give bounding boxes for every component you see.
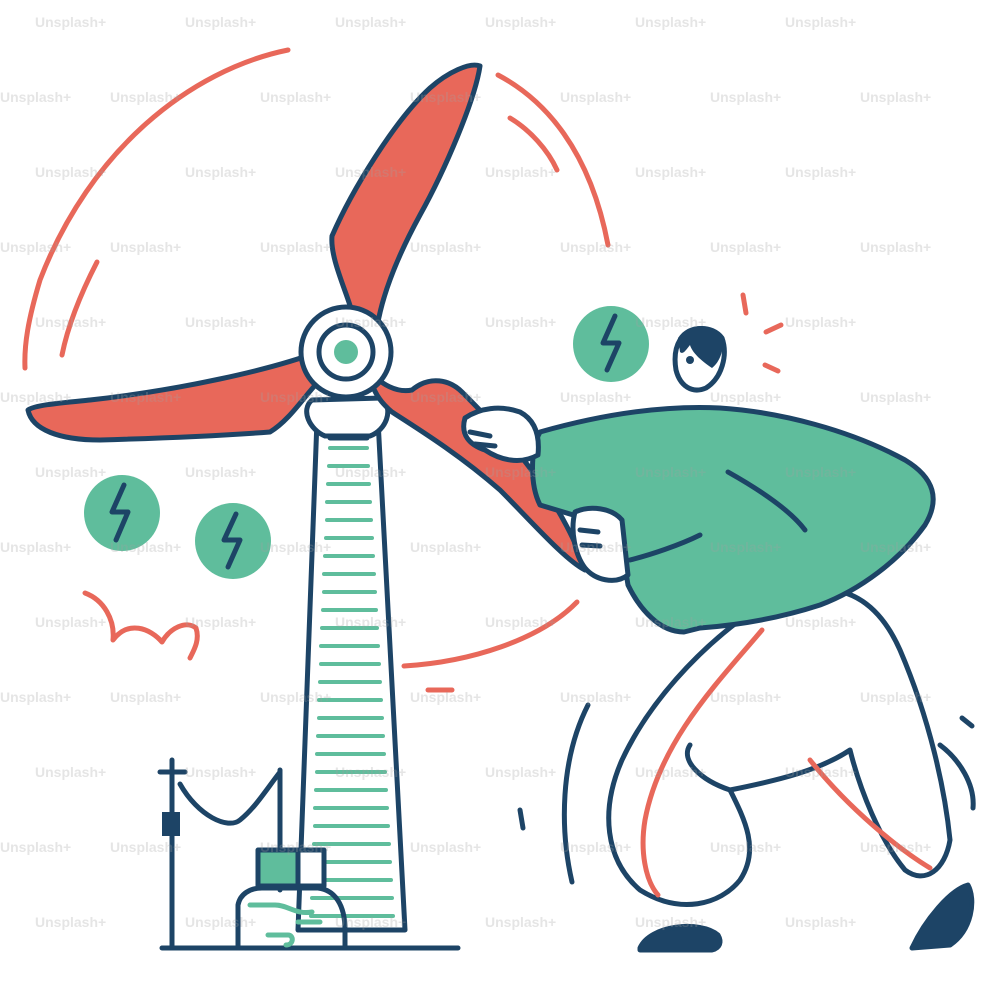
- energy-bolt-right: [573, 306, 649, 382]
- turbine-blade-left: [25, 349, 323, 443]
- bird: [82, 590, 200, 661]
- turbine-nacelle: [304, 395, 391, 439]
- shoe-right: [909, 882, 975, 951]
- turbine-blade-top: [329, 62, 483, 325]
- person-hands: [461, 405, 631, 583]
- motion-arcs: [22, 47, 784, 693]
- power-station: [157, 757, 461, 951]
- energy-bolt-left: [84, 475, 160, 551]
- person-legs: [606, 586, 953, 907]
- energy-bolt-middle: [195, 503, 271, 579]
- turbine-hub: [298, 304, 394, 400]
- turbine-tower: [295, 417, 408, 933]
- person-head: [672, 326, 727, 393]
- shoe-left: [637, 923, 723, 953]
- motion-lines: [517, 702, 976, 885]
